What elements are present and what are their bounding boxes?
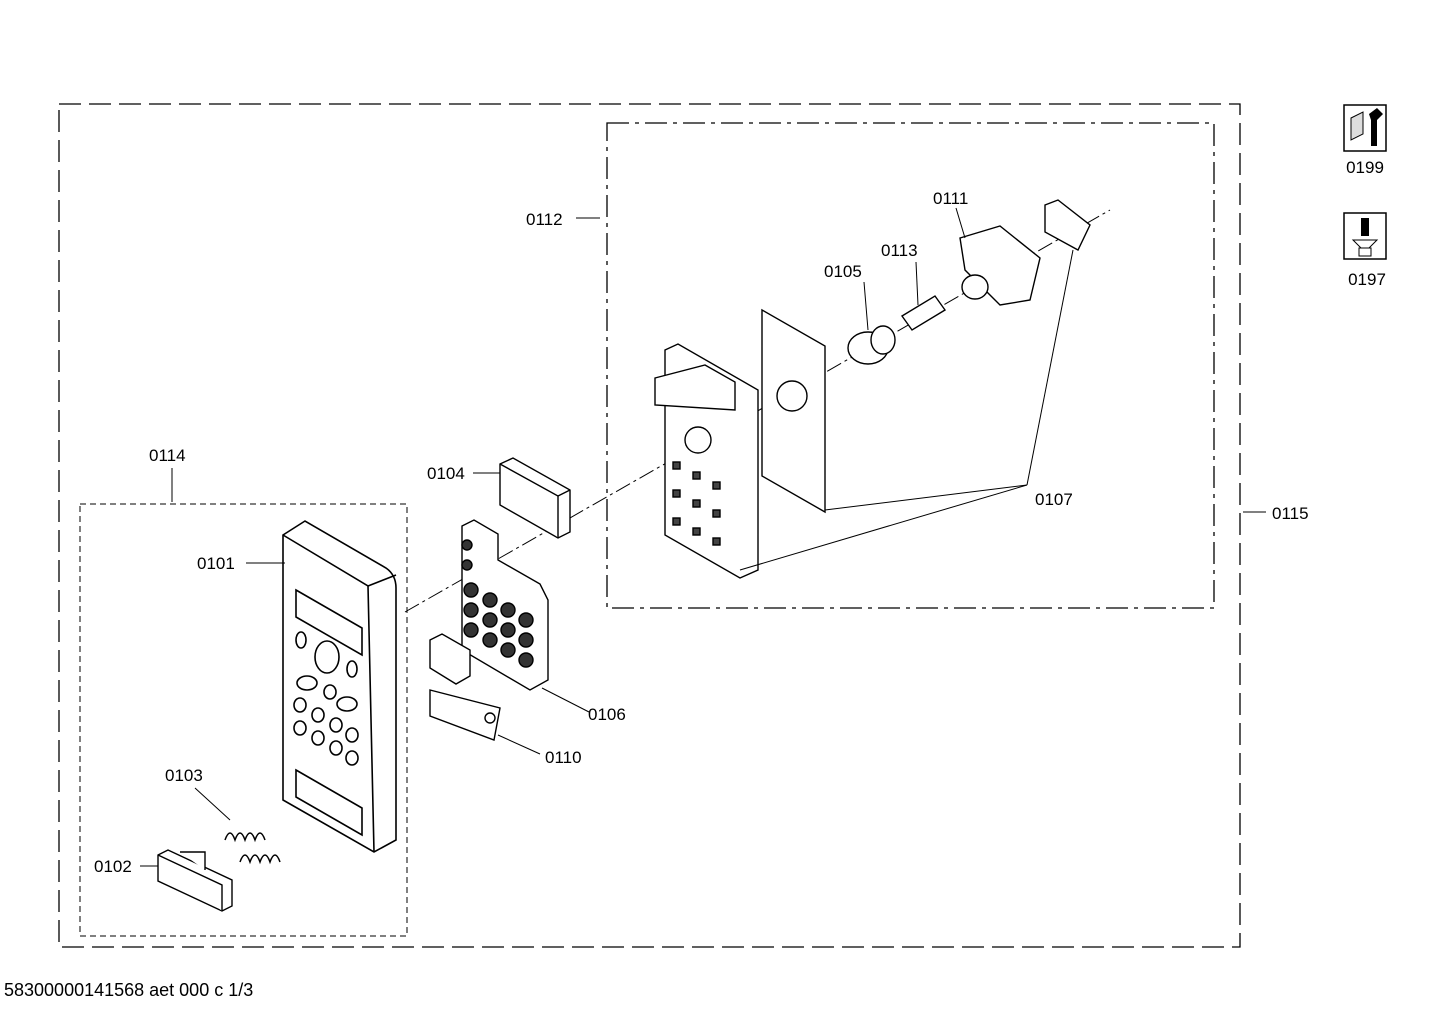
label-0101: 0101 <box>197 554 235 573</box>
shaft-part <box>900 295 947 331</box>
label-0107: 0107 <box>1035 490 1073 509</box>
label-0115: 0115 <box>1272 504 1309 523</box>
group-boundary-0112 <box>606 122 1215 609</box>
group-boundary-0114 <box>79 503 408 937</box>
label-0114: 0114 <box>149 446 186 465</box>
encoder-part <box>959 199 1091 306</box>
label-0102: 0102 <box>94 857 132 876</box>
knob-part <box>847 325 896 365</box>
spring-part <box>224 832 281 865</box>
front-panel-part <box>282 520 397 853</box>
door-switch-part <box>429 633 501 741</box>
assembly-boundary-0115 <box>58 103 1241 948</box>
screwdriver-icon <box>1343 212 1387 260</box>
icon-label-0197: 0197 <box>1348 270 1386 289</box>
leader-lines <box>140 207 1266 867</box>
label-0104: 0104 <box>427 464 465 483</box>
document-footer-id: 58300000141568 aet 000 c 1/3 <box>4 980 254 1000</box>
wrench-nut-icon <box>1343 104 1387 152</box>
icon-label-0199: 0199 <box>1346 158 1384 177</box>
circuit-board-part <box>654 308 826 579</box>
keypad-part <box>461 519 549 691</box>
release-button-part <box>157 849 233 912</box>
label-0111: 0111 <box>933 189 968 208</box>
label-0112: 0112 <box>526 210 563 229</box>
label-0103: 0103 <box>165 766 203 785</box>
label-0113: 0113 <box>881 241 918 260</box>
label-0105: 0105 <box>824 262 862 281</box>
label-0106: 0106 <box>588 705 626 724</box>
display-window-part <box>499 457 571 539</box>
label-0110: 0110 <box>545 748 582 767</box>
